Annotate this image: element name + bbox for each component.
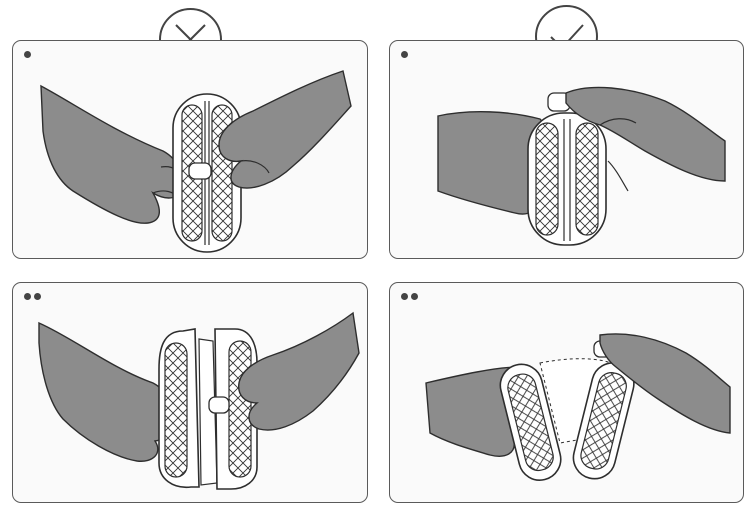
right-hand [599,333,731,434]
panel-wrong-step-2 [12,282,368,503]
left-hand [40,84,185,224]
step-indicator-2 [24,293,41,300]
step-indicator-2 [401,293,418,300]
panel-right-step-2 [389,282,744,503]
illustration-right-step-1 [437,86,726,246]
illustration-right-step-2 [425,333,731,481]
left-hand [38,321,170,462]
right-hand [238,311,360,431]
panel-wrong-step-1 [12,40,368,259]
right-hand [565,86,726,182]
step-indicator-1 [24,51,31,58]
right-hand [218,70,352,189]
illustration-wrong-step-2 [38,311,360,490]
panel-right-step-1 [389,40,744,259]
step-indicator-1 [401,51,408,58]
illustration-wrong-step-1 [40,70,352,253]
